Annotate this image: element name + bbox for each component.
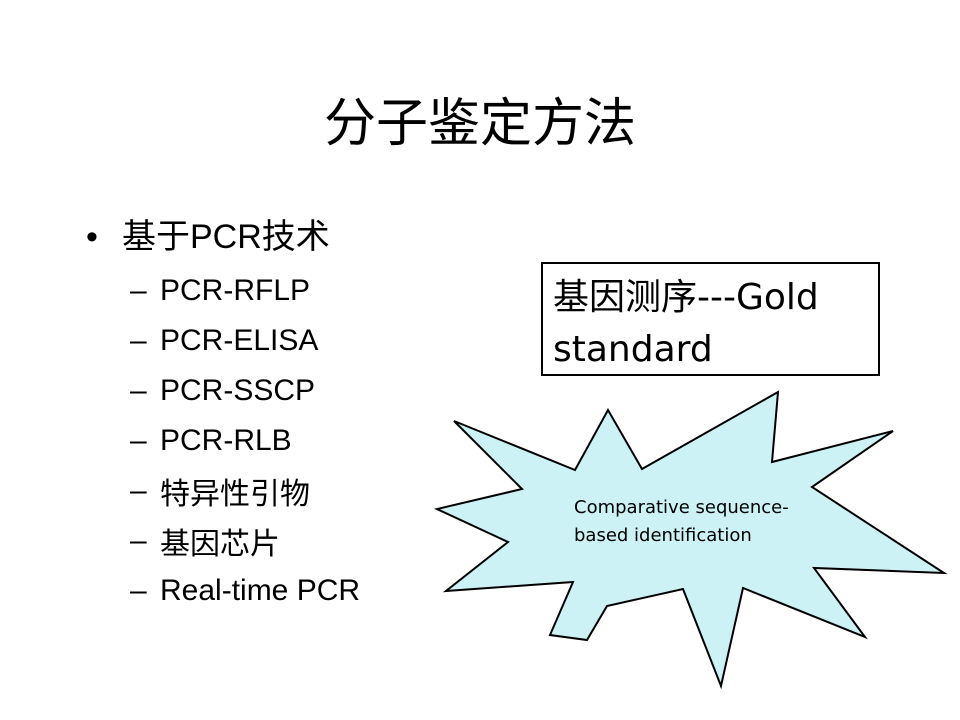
sub-item-text: PCR-RLB xyxy=(160,424,292,457)
sub-item: –PCR-ELISA xyxy=(130,316,360,366)
dash-marker: – xyxy=(130,474,147,507)
sub-item-text: PCR-SSCP xyxy=(160,374,316,407)
gold-box-line-2: standard xyxy=(553,329,713,370)
sub-item: –Real-time PCR xyxy=(130,566,360,616)
sub-item-text: 特异性引物 xyxy=(160,478,310,511)
gold-box-line-1: 基因测序---Gold xyxy=(553,277,819,318)
sub-item: –PCR-SSCP xyxy=(130,366,360,416)
dash-marker: – xyxy=(130,574,147,607)
dash-marker: – xyxy=(130,524,147,557)
sub-item-text: PCR-ELISA xyxy=(160,324,319,357)
sub-item-text: PCR-RFLP xyxy=(160,274,311,307)
callout-text: Comparative sequence- based identificati… xyxy=(574,494,834,550)
bullet-marker: • xyxy=(86,218,98,256)
sub-item-text: Real-time PCR xyxy=(160,574,361,607)
callout-line-1: Comparative sequence- xyxy=(574,497,789,518)
sub-item-text: 基因芯片 xyxy=(160,528,280,561)
sub-item: –PCR-RFLP xyxy=(130,266,360,316)
dash-marker: – xyxy=(130,274,147,307)
sub-item: –基因芯片 xyxy=(130,516,360,566)
bullet-text: 基于PCR技术 xyxy=(122,218,330,256)
sub-item-list: –PCR-RFLP –PCR-ELISA –PCR-SSCP –PCR-RLB … xyxy=(130,266,360,616)
sub-item: –特异性引物 xyxy=(130,466,360,516)
dash-marker: – xyxy=(130,374,147,407)
sub-item: –PCR-RLB xyxy=(130,416,360,466)
callout-line-2: based identification xyxy=(574,525,752,546)
main-bullet: • 基于PCR技术 xyxy=(86,212,330,262)
gold-standard-box: 基因测序---Gold standard xyxy=(541,262,880,376)
dash-marker: – xyxy=(130,424,147,457)
dash-marker: – xyxy=(130,324,147,357)
slide-title: 分子鉴定方法 xyxy=(323,94,636,154)
starburst-polygon xyxy=(433,390,948,690)
